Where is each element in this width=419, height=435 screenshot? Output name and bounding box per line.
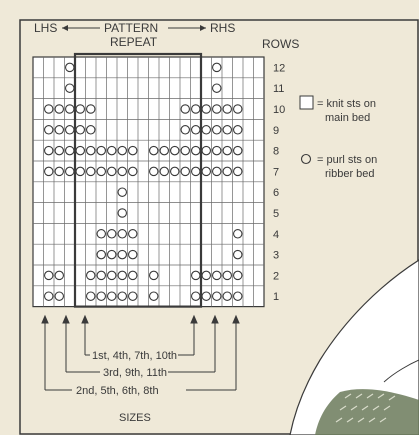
sizes-row-b: 3rd, 9th, 11th bbox=[103, 367, 167, 379]
garment-illustration bbox=[290, 260, 419, 435]
sizes-row-c: 2nd, 5th, 6th, 8th bbox=[76, 385, 159, 397]
row-number: 12 bbox=[273, 62, 285, 74]
row-number: 3 bbox=[273, 250, 279, 262]
knit-legend-line1: = knit sts on bbox=[317, 98, 376, 110]
right-arrow-icon bbox=[200, 25, 206, 31]
knit-legend-line2: main bed bbox=[325, 112, 370, 124]
purl-legend-line1: = purl sts on bbox=[317, 154, 377, 166]
rows-heading: ROWS bbox=[262, 37, 299, 51]
row-number: 4 bbox=[273, 229, 279, 241]
stitch-grid bbox=[33, 57, 264, 307]
row-number: 11 bbox=[273, 83, 284, 95]
row-number: 9 bbox=[273, 125, 279, 137]
purl-legend-icon bbox=[302, 155, 311, 164]
knit-legend-icon bbox=[300, 96, 313, 109]
rhs-label: RHS bbox=[210, 21, 235, 35]
row-number: 5 bbox=[273, 208, 279, 220]
row-number: 1 bbox=[273, 291, 279, 303]
lhs-label: LHS bbox=[34, 21, 57, 35]
row-number: 7 bbox=[273, 166, 279, 178]
row-number: 8 bbox=[273, 146, 279, 158]
left-arrow-icon bbox=[62, 25, 68, 31]
row-numbers: 12 11 10 9 8 7 6 5 4 3 2 1 bbox=[273, 62, 285, 303]
row-number: 2 bbox=[273, 270, 279, 282]
sizes-row-a: 1st, 4th, 7th, 10th bbox=[92, 350, 177, 362]
row-number: 10 bbox=[273, 104, 285, 116]
purl-legend-line2: ribber bed bbox=[325, 168, 375, 180]
repeat-label: REPEAT bbox=[110, 35, 158, 49]
pattern-label: PATTERN bbox=[104, 21, 158, 35]
sizes-title: SIZES bbox=[119, 412, 151, 424]
row-number: 6 bbox=[273, 187, 279, 199]
